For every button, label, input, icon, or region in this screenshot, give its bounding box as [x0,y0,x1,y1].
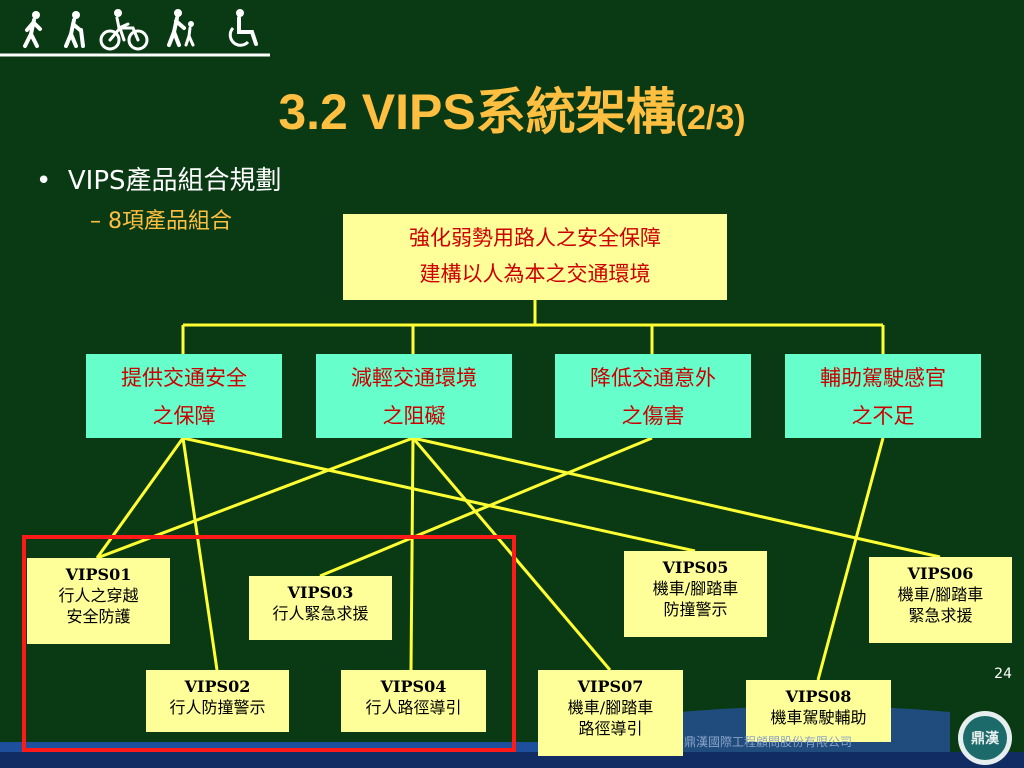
category-line2: 之保障 [152,404,216,428]
product-line2: 路徑導引 [578,719,643,738]
product-code: VIPS07 [577,677,644,696]
category-line2: 之不足 [851,404,915,428]
cyclist-icon [99,9,149,51]
product-line1: 行人之穿越 [58,586,139,605]
product-code: VIPS03 [287,583,354,602]
product-code: VIPS06 [907,564,974,583]
highlight-frame [22,535,516,752]
category-box-3: 降低交通意外 之傷害 [555,354,751,438]
product-box-vips03: VIPS03 行人緊急求援 [249,576,392,640]
category-box-4: 輔助駕駛感官 之不足 [785,354,981,438]
product-box-vips02: VIPS02 行人防撞警示 [146,670,289,732]
product-line1: 機車/腳踏車 [652,579,739,598]
category-box-1: 提供交通安全 之保障 [86,354,282,438]
category-box-2: 減輕交通環境 之阻礙 [316,354,512,438]
product-line1: 行人路徑導引 [365,698,462,717]
elderly-pedestrian-icon [64,11,85,48]
pedestrian-icon [23,11,42,48]
slide-title-main: 3.2 VIPS系統架構 [278,84,676,140]
product-code: VIPS02 [184,677,251,696]
bullet-level2: – 8項產品組合 [90,203,232,235]
category-line1: 提供交通安全 [121,366,247,390]
product-line2: 緊急求援 [908,606,973,625]
page-number: 24 [994,666,1012,682]
wheelchair-icon [228,9,258,47]
product-box-vips01: VIPS01 行人之穿越 安全防護 [27,558,170,644]
product-code: VIPS04 [380,677,447,696]
category-line2: 之傷害 [621,404,685,428]
product-box-vips05: VIPS05 機車/腳踏車 防撞警示 [624,551,767,637]
product-box-vips04: VIPS04 行人路徑導引 [341,670,486,732]
slide-title: 3.2 VIPS系統架構(2/3) [0,82,1024,148]
product-line1: 行人防撞警示 [169,698,266,717]
product-box-vips08: VIPS08 機車駕駛輔助 [746,680,891,742]
product-box-vips07: VIPS07 機車/腳踏車 路徑導引 [538,670,683,756]
product-code: VIPS01 [65,565,132,584]
category-line1: 輔助駕駛感官 [820,366,946,390]
footer-company-name: 鼎漢國際工程顧問股份有限公司 [684,735,853,749]
product-code: VIPS08 [785,687,852,706]
root-goal-box: 強化弱勢用路人之安全保障 建構以人為本之交通環境 [343,214,727,300]
product-line2: 安全防護 [66,607,131,626]
bullet-level1: • VIPS產品組合規劃 [36,160,282,197]
category-line2: 之阻礙 [382,404,446,428]
product-line1: 機車/腳踏車 [897,585,984,604]
product-code: VIPS05 [662,558,729,577]
product-box-vips06: VIPS06 機車/腳踏車 緊急求援 [869,557,1012,643]
product-line2: 防撞警示 [663,600,728,619]
bullet-level2-text: 8項產品組合 [108,209,232,234]
product-line1: 行人緊急求援 [272,604,369,623]
slide-title-suffix: (2/3) [675,99,746,137]
company-logo-text: 鼎漢 [971,731,999,747]
parent-child-icon [167,9,195,47]
bullet-level1-text: VIPS產品組合規劃 [67,166,282,196]
root-goal-line2: 建構以人為本之交通環境 [419,262,651,286]
bullet-dot: • [36,166,68,196]
category-line1: 減輕交通環境 [351,366,477,390]
product-line1: 機車駕駛輔助 [770,708,867,727]
product-line1: 機車/腳踏車 [567,698,654,717]
root-goal-line1: 強化弱勢用路人之安全保障 [409,226,661,250]
category-line1: 降低交通意外 [590,366,716,390]
bullet-dash: – [90,209,108,234]
